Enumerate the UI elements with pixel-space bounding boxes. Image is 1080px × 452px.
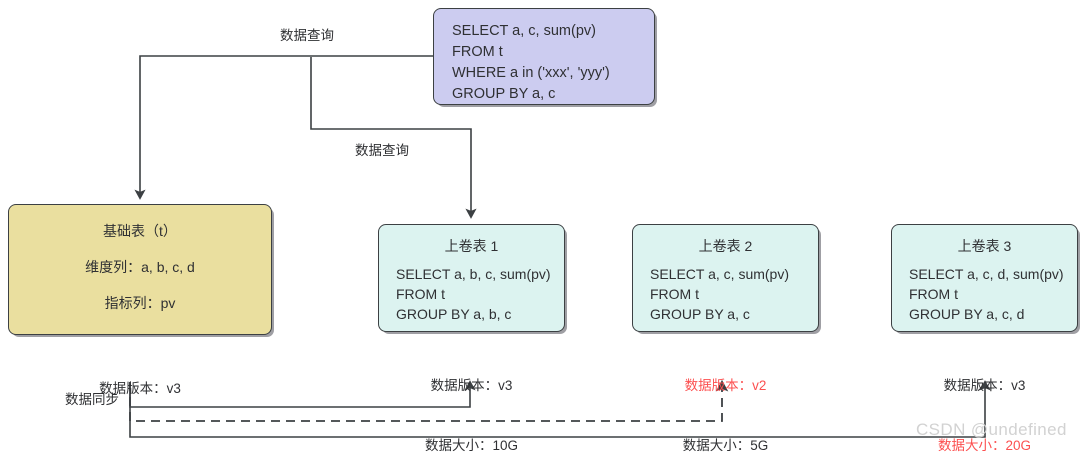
sql-line: GROUP BY a, c: [452, 86, 556, 102]
roll-table-1-node: 上卷表 1 SELECT a, b, c, sum(pv) FROM t GRO…: [378, 224, 565, 332]
edge-label-query-to-roll: 数据查询: [355, 143, 409, 158]
sql-line: SELECT a, b, c, sum(pv): [396, 266, 551, 282]
sql-line: WHERE a in ('xxx', 'yyy'): [452, 65, 610, 81]
csdn-watermark: CSDN @undefined: [916, 420, 1067, 439]
sql-line: FROM t: [650, 286, 699, 302]
roll-table-2-node: 上卷表 2 SELECT a, c, sum(pv) FROM t GROUP …: [632, 224, 819, 332]
sql-line: SELECT a, c, d, sum(pv): [909, 266, 1064, 282]
edge-label-query-to-base: 数据查询: [280, 28, 334, 43]
roll-table-2-meta: 数据版本：v2 数据大小：5G: [632, 336, 819, 452]
roll-table-3-title: 上卷表 3: [957, 238, 1012, 254]
base-table-title: 基础表（t）: [103, 223, 177, 239]
sql-line: GROUP BY a, b, c: [396, 306, 512, 322]
roll-table-3-node: 上卷表 3 SELECT a, c, d, sum(pv) FROM t GRO…: [891, 224, 1078, 332]
base-table-node: 基础表（t） 维度列：a, b, c, d 指标列：pv: [8, 204, 272, 335]
sql-line: GROUP BY a, c, d: [909, 306, 1025, 322]
edge-query-to-base-table: [134, 55, 433, 200]
roll-table-1-meta: 数据版本：v3 数据大小：10G: [378, 336, 565, 452]
sql-line: SELECT a, c, sum(pv): [650, 266, 790, 282]
sql-query-node: SELECT a, c, sum(pv) FROM t WHERE a in (…: [433, 8, 655, 105]
base-table-dimension-row: 维度列：a, b, c, d: [85, 259, 195, 275]
roll-table-3-version: 数据版本：v3: [943, 378, 1026, 393]
edge-label-sync: 数据同步: [65, 392, 119, 407]
roll-table-3-size: 数据大小：20G: [937, 438, 1032, 452]
sql-line: FROM t: [452, 44, 503, 60]
roll-table-1-title: 上卷表 1: [444, 238, 499, 254]
sql-line: FROM t: [909, 286, 958, 302]
roll-table-1-size: 数据大小：10G: [424, 438, 519, 452]
sql-line: GROUP BY a, c: [650, 306, 750, 322]
sql-line: SELECT a, c, sum(pv): [452, 23, 596, 39]
roll-table-3-meta: 数据版本：v3 数据大小：20G: [891, 336, 1078, 452]
roll-table-2-size: 数据大小：5G: [682, 438, 769, 452]
roll-table-1-version: 数据版本：v3: [430, 378, 513, 393]
base-table-metric-row: 指标列：pv: [104, 295, 176, 311]
roll-table-2-title: 上卷表 2: [698, 238, 753, 254]
roll-table-2-version: 数据版本：v2: [684, 378, 767, 393]
base-table-version: 数据版本：v3: [99, 381, 181, 396]
sql-line: FROM t: [396, 286, 445, 302]
base-table-meta: 数据版本：v3: [8, 339, 272, 439]
